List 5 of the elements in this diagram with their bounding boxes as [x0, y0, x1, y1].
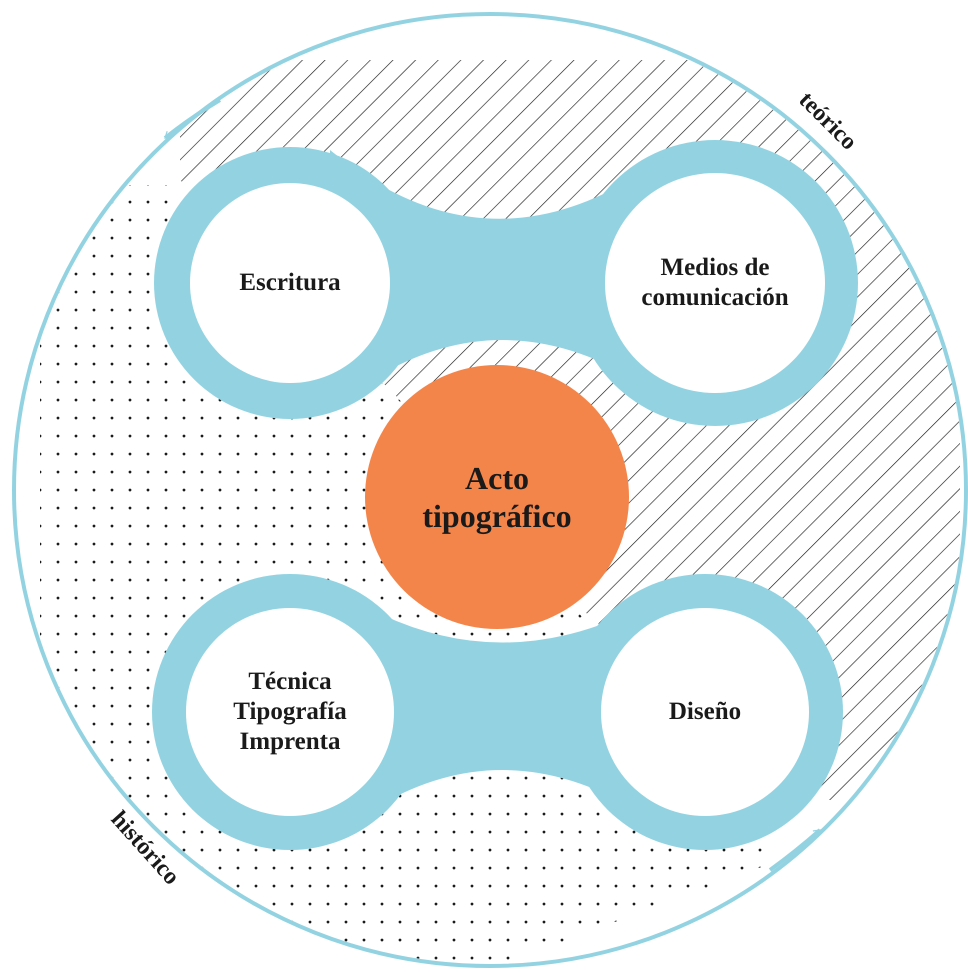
circle-label: Medios de comunicación [640, 253, 790, 313]
circle-label: Diseño [668, 697, 742, 727]
circle-label: Técnica Tipografía Imprenta [232, 667, 348, 757]
circle-label: Acto tipográfico [421, 458, 573, 536]
circle-label: Escritura [238, 268, 342, 298]
